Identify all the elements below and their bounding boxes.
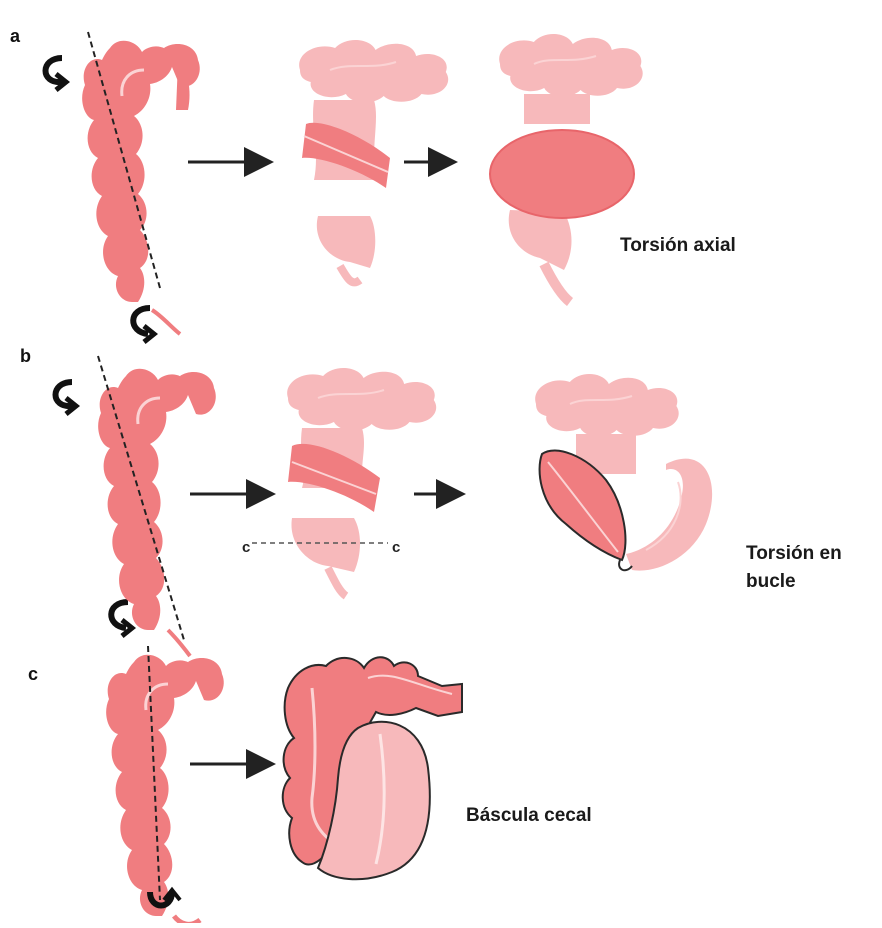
colon-twisting xyxy=(287,368,436,596)
colon-cecal-bascule xyxy=(283,657,462,879)
cut-label-right: c xyxy=(392,539,400,556)
caption-loop-torsion-line1: Torsión en xyxy=(746,540,842,568)
rotation-arrow-icon xyxy=(111,602,132,636)
colon-normal xyxy=(106,655,224,923)
colon-normal xyxy=(98,369,216,656)
caption-loop-torsion: Torsión en bucle xyxy=(746,540,842,596)
panel-letter-c: c xyxy=(28,664,38,685)
cut-label-left: c xyxy=(242,539,250,556)
panel-a xyxy=(46,32,643,342)
panel-c xyxy=(106,646,462,923)
colon-axial-torsion xyxy=(490,34,643,302)
caption-loop-torsion-line2: bucle xyxy=(746,568,842,596)
rotation-arrow-icon xyxy=(46,58,67,90)
panel-letter-b: b xyxy=(20,346,31,367)
colon-loop-torsion xyxy=(535,374,712,571)
caption-axial-torsion: Torsión axial xyxy=(620,232,736,260)
panel-b: c c xyxy=(56,356,713,656)
rotation-arrow-icon xyxy=(56,382,77,414)
colon-normal xyxy=(82,41,200,334)
panel-letter-a: a xyxy=(10,26,20,47)
caption-cecal-bascule: Báscula cecal xyxy=(466,802,592,830)
rotation-arrow-icon xyxy=(133,308,154,342)
